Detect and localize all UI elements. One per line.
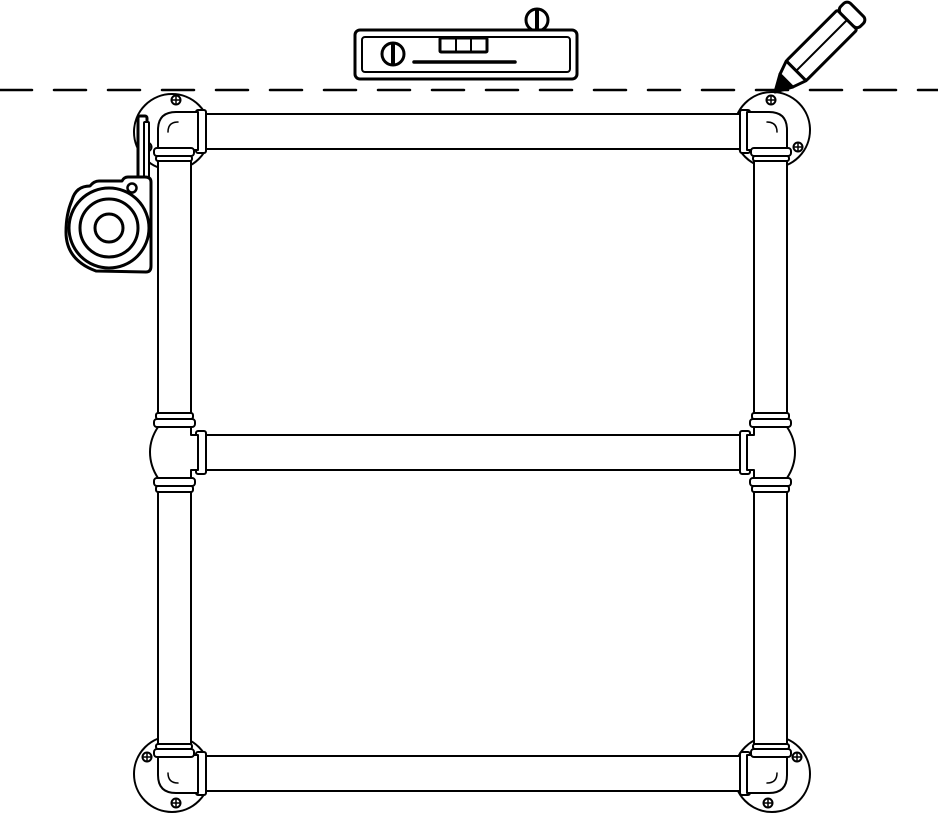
elbow-fitting-top-right xyxy=(746,111,792,162)
bottom-bar xyxy=(204,755,741,792)
tee-fitting-left xyxy=(149,412,199,493)
elbow-fitting-bottom-left xyxy=(153,743,199,794)
middle-bar xyxy=(204,434,741,471)
spirit-level-icon xyxy=(353,7,579,81)
left-post-lower xyxy=(157,489,192,746)
right-post-lower xyxy=(753,489,788,746)
left-post-upper xyxy=(157,159,192,416)
tape-measure-icon xyxy=(64,114,153,274)
tee-fitting-right xyxy=(746,412,796,493)
top-bar xyxy=(204,113,741,150)
pencil-icon xyxy=(773,0,867,94)
elbow-fitting-top-left xyxy=(153,111,199,162)
elbow-fitting-bottom-right xyxy=(746,743,792,794)
right-post-upper xyxy=(753,159,788,416)
